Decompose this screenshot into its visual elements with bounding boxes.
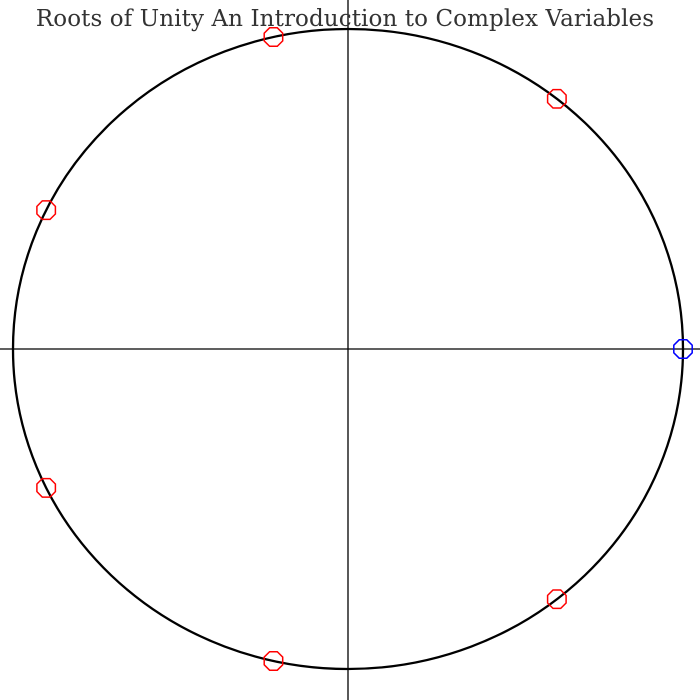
root-marker (546, 589, 567, 610)
diagram-title: Roots of Unity An Introduction to Comple… (35, 6, 655, 32)
root-marker (263, 650, 284, 671)
root-marker (546, 88, 567, 109)
root-marker (36, 477, 57, 498)
root-marker (263, 27, 284, 48)
unit-circle (11, 27, 685, 671)
principal-root-marker (673, 339, 693, 359)
root-marker (36, 200, 57, 221)
